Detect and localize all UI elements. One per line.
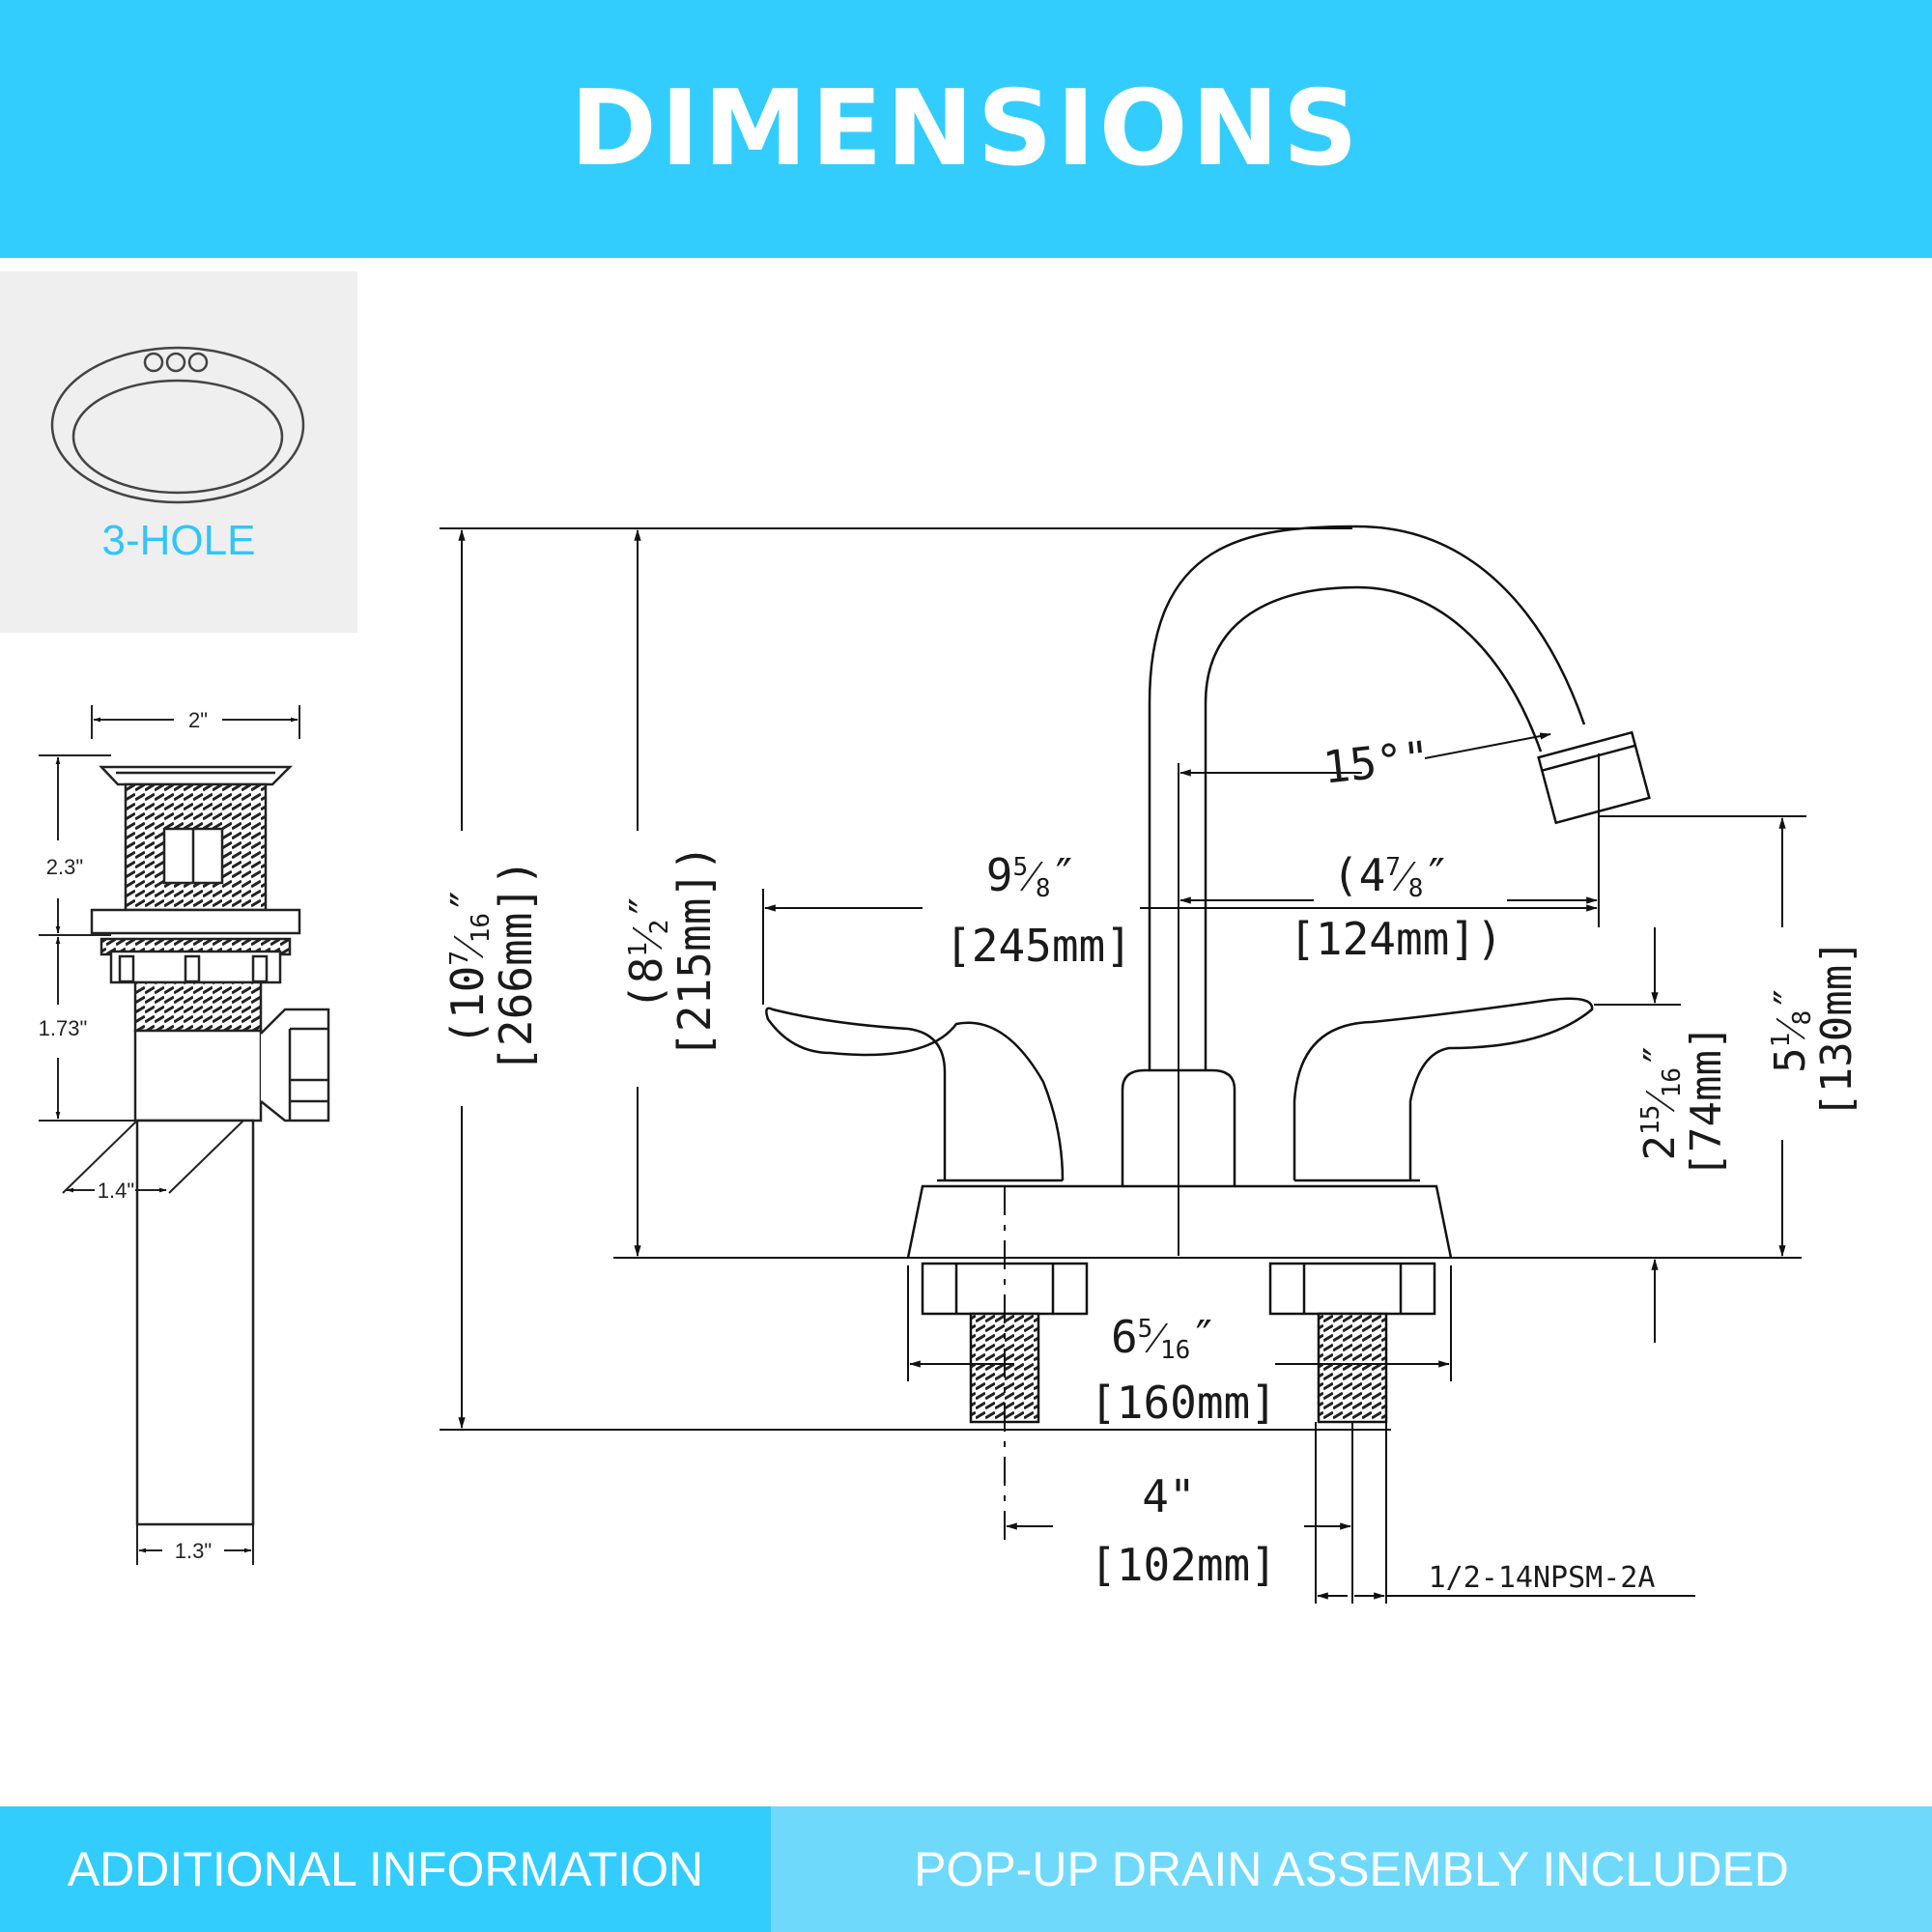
svg-text:[215mm]): [215mm]) — [668, 844, 721, 1059]
svg-text:[245mm]: [245mm] — [945, 920, 1132, 972]
thread-spec-label: 1/2-14NPSM-2A — [1429, 1561, 1656, 1595]
footer-additional-info: ADDITIONAL INFORMATION — [0, 1806, 771, 1932]
svg-text:65⁄16″: 65⁄16″ — [1111, 1311, 1217, 1365]
svg-text:[102mm]: [102mm] — [1090, 1539, 1277, 1591]
svg-text:51⁄8″: 51⁄8″ — [1766, 984, 1817, 1073]
svg-text:[266mm]): [266mm]) — [490, 859, 542, 1073]
svg-text:(47⁄8″: (47⁄8″ — [1332, 849, 1450, 903]
svg-text:(81⁄2″: (81⁄2″ — [620, 893, 674, 1010]
header-banner: DIMENSIONS — [0, 0, 1932, 258]
hole-type-label: 3-HOLE — [101, 517, 256, 564]
drain-tail-width-label: 1.3" — [175, 1539, 212, 1563]
footer-right-text: POP-UP DRAIN ASSEMBLY INCLUDED — [914, 1842, 1789, 1896]
drain-offset-label: 1.4" — [98, 1179, 134, 1203]
drain-lower-height-label: 1.73" — [39, 1016, 88, 1040]
overall-length-dimension: 95⁄8″ [245mm] — [945, 849, 1132, 972]
faucet-drawing — [765, 525, 1651, 1424]
page-title: DIMENSIONS — [570, 69, 1362, 189]
svg-text:[160mm]: [160mm] — [1090, 1377, 1277, 1429]
svg-text:215⁄16″: 215⁄16″ — [1635, 1042, 1687, 1161]
faucet-dimension-lines — [440, 527, 1806, 1604]
handle-height-dimension: 215⁄16″ [74mm] — [1635, 1025, 1731, 1179]
sink-icon — [50, 346, 305, 504]
footer-drain-note: POP-UP DRAIN ASSEMBLY INCLUDED — [771, 1806, 1932, 1932]
faucet-centerlines — [1004, 763, 1179, 1546]
base-width-dimension: 65⁄16″ [160mm] — [1090, 1311, 1277, 1429]
svg-text:95⁄8″: 95⁄8″ — [986, 849, 1077, 903]
spout-height-dimension: (81⁄2″ [215mm]) — [620, 844, 721, 1059]
drain-drawing — [90, 765, 330, 1526]
svg-text:[124mm]): [124mm]) — [1289, 913, 1503, 965]
svg-text:[130mm]: [130mm] — [1812, 939, 1861, 1118]
svg-text:(107⁄16″: (107⁄16″ — [441, 886, 496, 1045]
drain-upper-height-label: 2.3" — [46, 855, 83, 879]
footer-left-text: ADDITIONAL INFORMATION — [67, 1842, 704, 1896]
center-spacing-dimension: 4" [102mm] — [1090, 1470, 1277, 1591]
svg-text:4": 4" — [1142, 1470, 1195, 1522]
drain-dimension-lines — [39, 705, 300, 1565]
drain-width-label: 2" — [188, 708, 208, 732]
spout-angle-label: 15°" — [1321, 730, 1433, 793]
spout-reach-dimension: (47⁄8″ [124mm]) — [1289, 849, 1503, 965]
svg-text:[74mm]: [74mm] — [1682, 1025, 1731, 1179]
outlet-height-dimension: 51⁄8″ [130mm] — [1766, 939, 1861, 1118]
total-height-dimension: (107⁄16″ [266mm]) — [441, 859, 542, 1073]
